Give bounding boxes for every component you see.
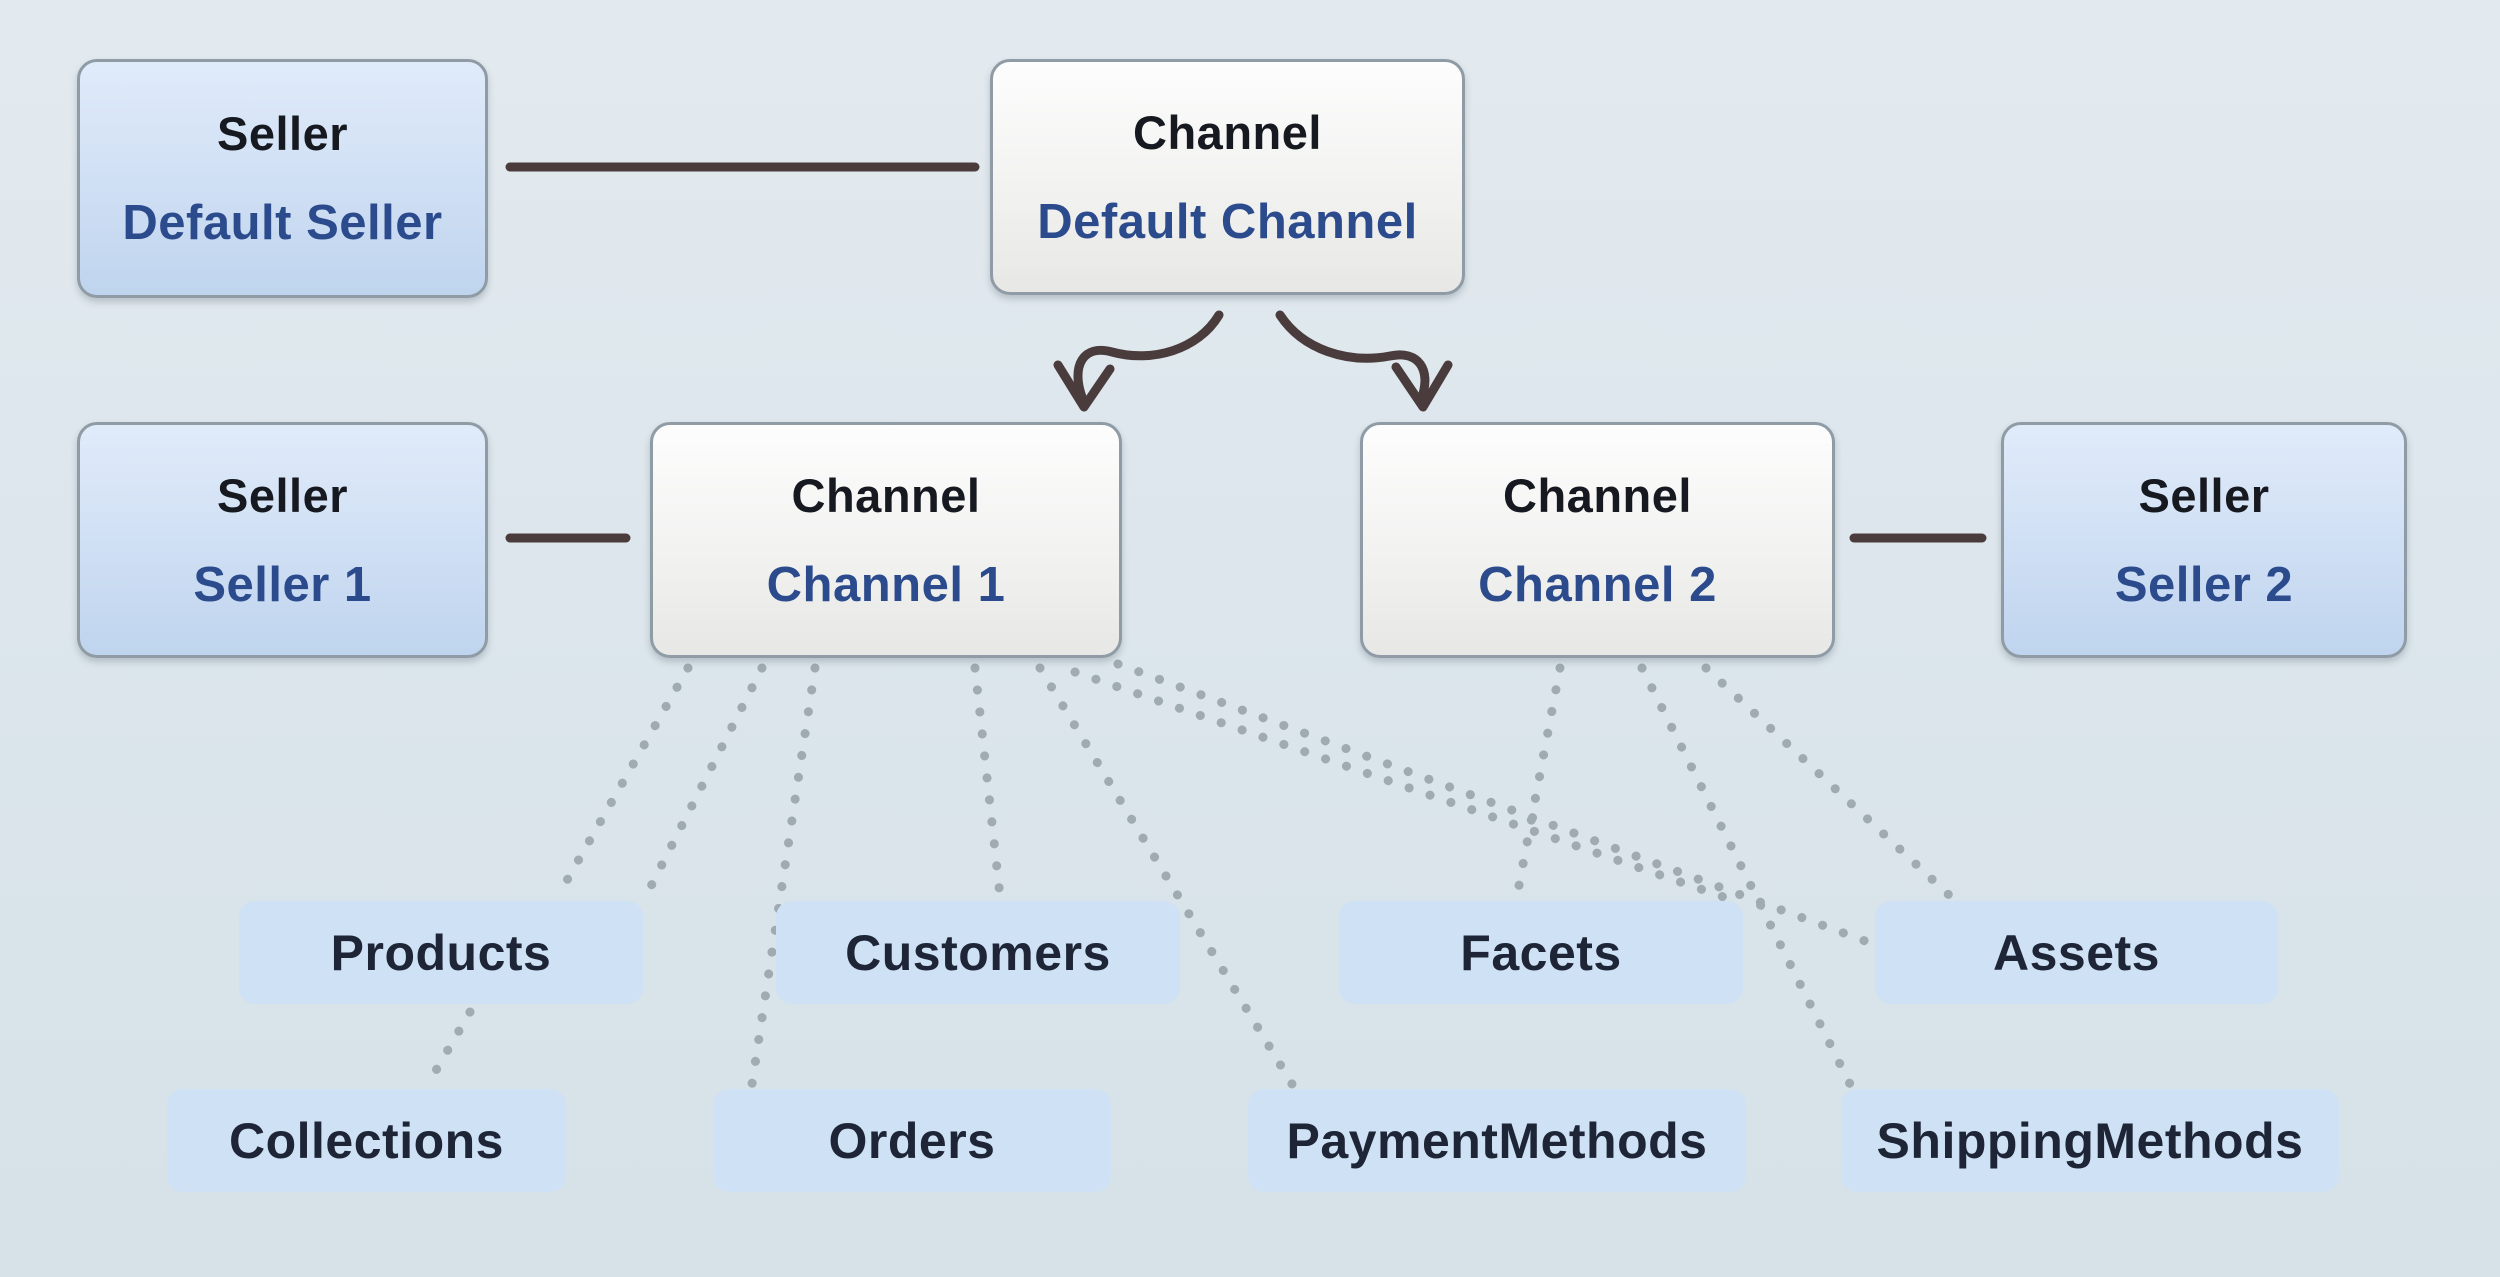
- entity-label: ShippingMethods: [1876, 1112, 2304, 1169]
- dotted-products-collections: [423, 1007, 475, 1089]
- dotted-channel2-shippingmethods: [1637, 663, 1855, 1089]
- dotted-channel1-products: [553, 663, 693, 901]
- entity-label: Facets: [1460, 924, 1622, 981]
- entity-assets: Assets: [1875, 901, 2278, 1004]
- node-type-label: Channel: [1133, 105, 1322, 159]
- dotted-channel1-paymentmethods: [1035, 663, 1297, 1089]
- node-name-label: Seller 2: [2114, 557, 2294, 612]
- dotted-channel1-products-corner: [643, 663, 767, 897]
- entity-orders: Orders: [713, 1089, 1111, 1192]
- entity-customers: Customers: [776, 901, 1180, 1004]
- node-default-channel: Channel Default Channel: [990, 59, 1465, 295]
- arrow-default-channel-to-channel1: [1073, 310, 1224, 402]
- node-channel-1: Channel Channel 1: [650, 422, 1122, 658]
- node-type-label: Seller: [216, 468, 349, 522]
- entity-products: Products: [239, 901, 643, 1004]
- entity-label: Products: [330, 924, 552, 981]
- entity-label: Customers: [845, 924, 1111, 981]
- arrowhead-channel1: [1053, 360, 1115, 412]
- node-seller-1: Seller Seller 1: [77, 422, 488, 658]
- node-type-label: Seller: [216, 107, 349, 160]
- arrow-default-channel-to-channel2: [1275, 310, 1430, 402]
- node-name-label: Default Seller: [122, 196, 443, 250]
- entity-collections: Collections: [167, 1089, 566, 1192]
- entity-label: PaymentMethods: [1286, 1112, 1708, 1169]
- node-type-label: Seller: [2138, 468, 2270, 522]
- node-name-label: Seller 1: [193, 557, 372, 612]
- node-seller-2: Seller Seller 2: [2001, 422, 2407, 658]
- node-channel-2: Channel Channel 2: [1360, 422, 1835, 658]
- entity-label: Orders: [828, 1112, 996, 1169]
- node-default-seller: Seller Default Seller: [77, 59, 488, 298]
- entity-paymentmethods: PaymentMethods: [1248, 1089, 1746, 1192]
- entity-facets: Facets: [1339, 901, 1743, 1004]
- node-type-label: Channel: [791, 468, 981, 522]
- dotted-channel1-facets: [1070, 667, 1743, 907]
- node-name-label: Channel 2: [1478, 557, 1717, 612]
- entity-label: Collections: [229, 1112, 504, 1169]
- node-name-label: Channel 1: [766, 557, 1006, 612]
- arrowhead-channel2: [1391, 360, 1453, 412]
- dotted-channel1-assets: [1113, 659, 1889, 953]
- node-type-label: Channel: [1503, 468, 1692, 522]
- node-name-label: Default Channel: [1037, 194, 1418, 249]
- dotted-channel1-orders: [747, 663, 820, 1089]
- entity-label: Assets: [1993, 924, 2160, 981]
- dotted-channel1-customers: [970, 663, 1005, 901]
- dotted-channel2-facets: [1512, 663, 1565, 901]
- entity-shippingmethods: ShippingMethods: [1841, 1089, 2339, 1192]
